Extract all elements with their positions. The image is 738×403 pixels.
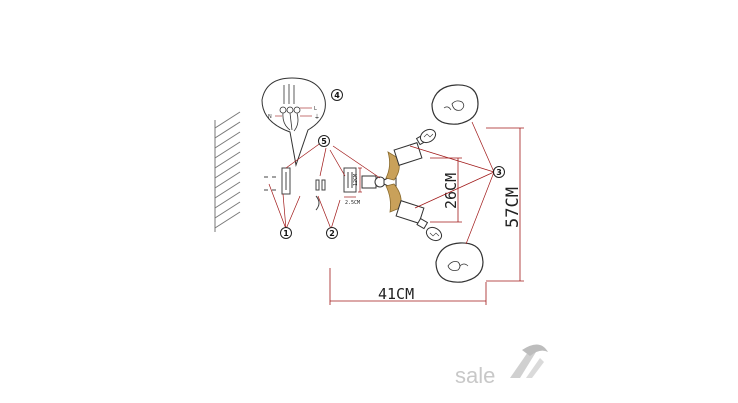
bracket-height-label: 12CM <box>353 174 359 186</box>
upper-arm <box>385 142 423 181</box>
width-label: 41CM <box>378 285 414 303</box>
svg-text:3: 3 <box>496 168 502 177</box>
wiring-detail: N L ⏚ <box>261 77 326 167</box>
sale-watermark: sale <box>455 344 548 388</box>
upper-bulb-icon <box>415 128 437 146</box>
arm-spacing-dimension <box>430 157 462 223</box>
watermark-logo-icon <box>510 344 548 378</box>
leader-lines <box>268 121 495 245</box>
upper-glass-shade <box>431 84 479 125</box>
svg-text:4: 4 <box>334 91 340 100</box>
lower-bulb-icon <box>416 217 443 242</box>
callout-2: 2 <box>326 227 338 239</box>
height-label: 57CM <box>503 187 523 228</box>
callout-1: 1 <box>280 227 292 239</box>
bracket-depth-label: 2.5CM <box>345 200 360 206</box>
svg-text:1: 1 <box>283 229 289 238</box>
callout-3: 3 <box>493 166 505 178</box>
lower-arm <box>385 183 425 224</box>
callout-5: 5 <box>318 135 330 147</box>
bracket-dimensions <box>344 167 362 198</box>
width-dimension <box>329 268 487 305</box>
mounting-bracket <box>315 167 357 211</box>
wall-hatching <box>214 111 241 232</box>
arm-spacing-label: 26CM <box>442 173 460 209</box>
label-n: N <box>268 114 272 120</box>
svg-text:2: 2 <box>329 229 335 238</box>
callout-4: 4 <box>331 89 343 101</box>
lower-glass-shade <box>435 242 484 283</box>
height-dimension <box>486 127 524 282</box>
mounting-screws <box>264 167 291 195</box>
earth-icon: ⏚ <box>314 114 320 121</box>
svg-text:5: 5 <box>321 137 327 146</box>
watermark-text: sale <box>455 363 495 388</box>
label-l: L <box>314 106 317 112</box>
